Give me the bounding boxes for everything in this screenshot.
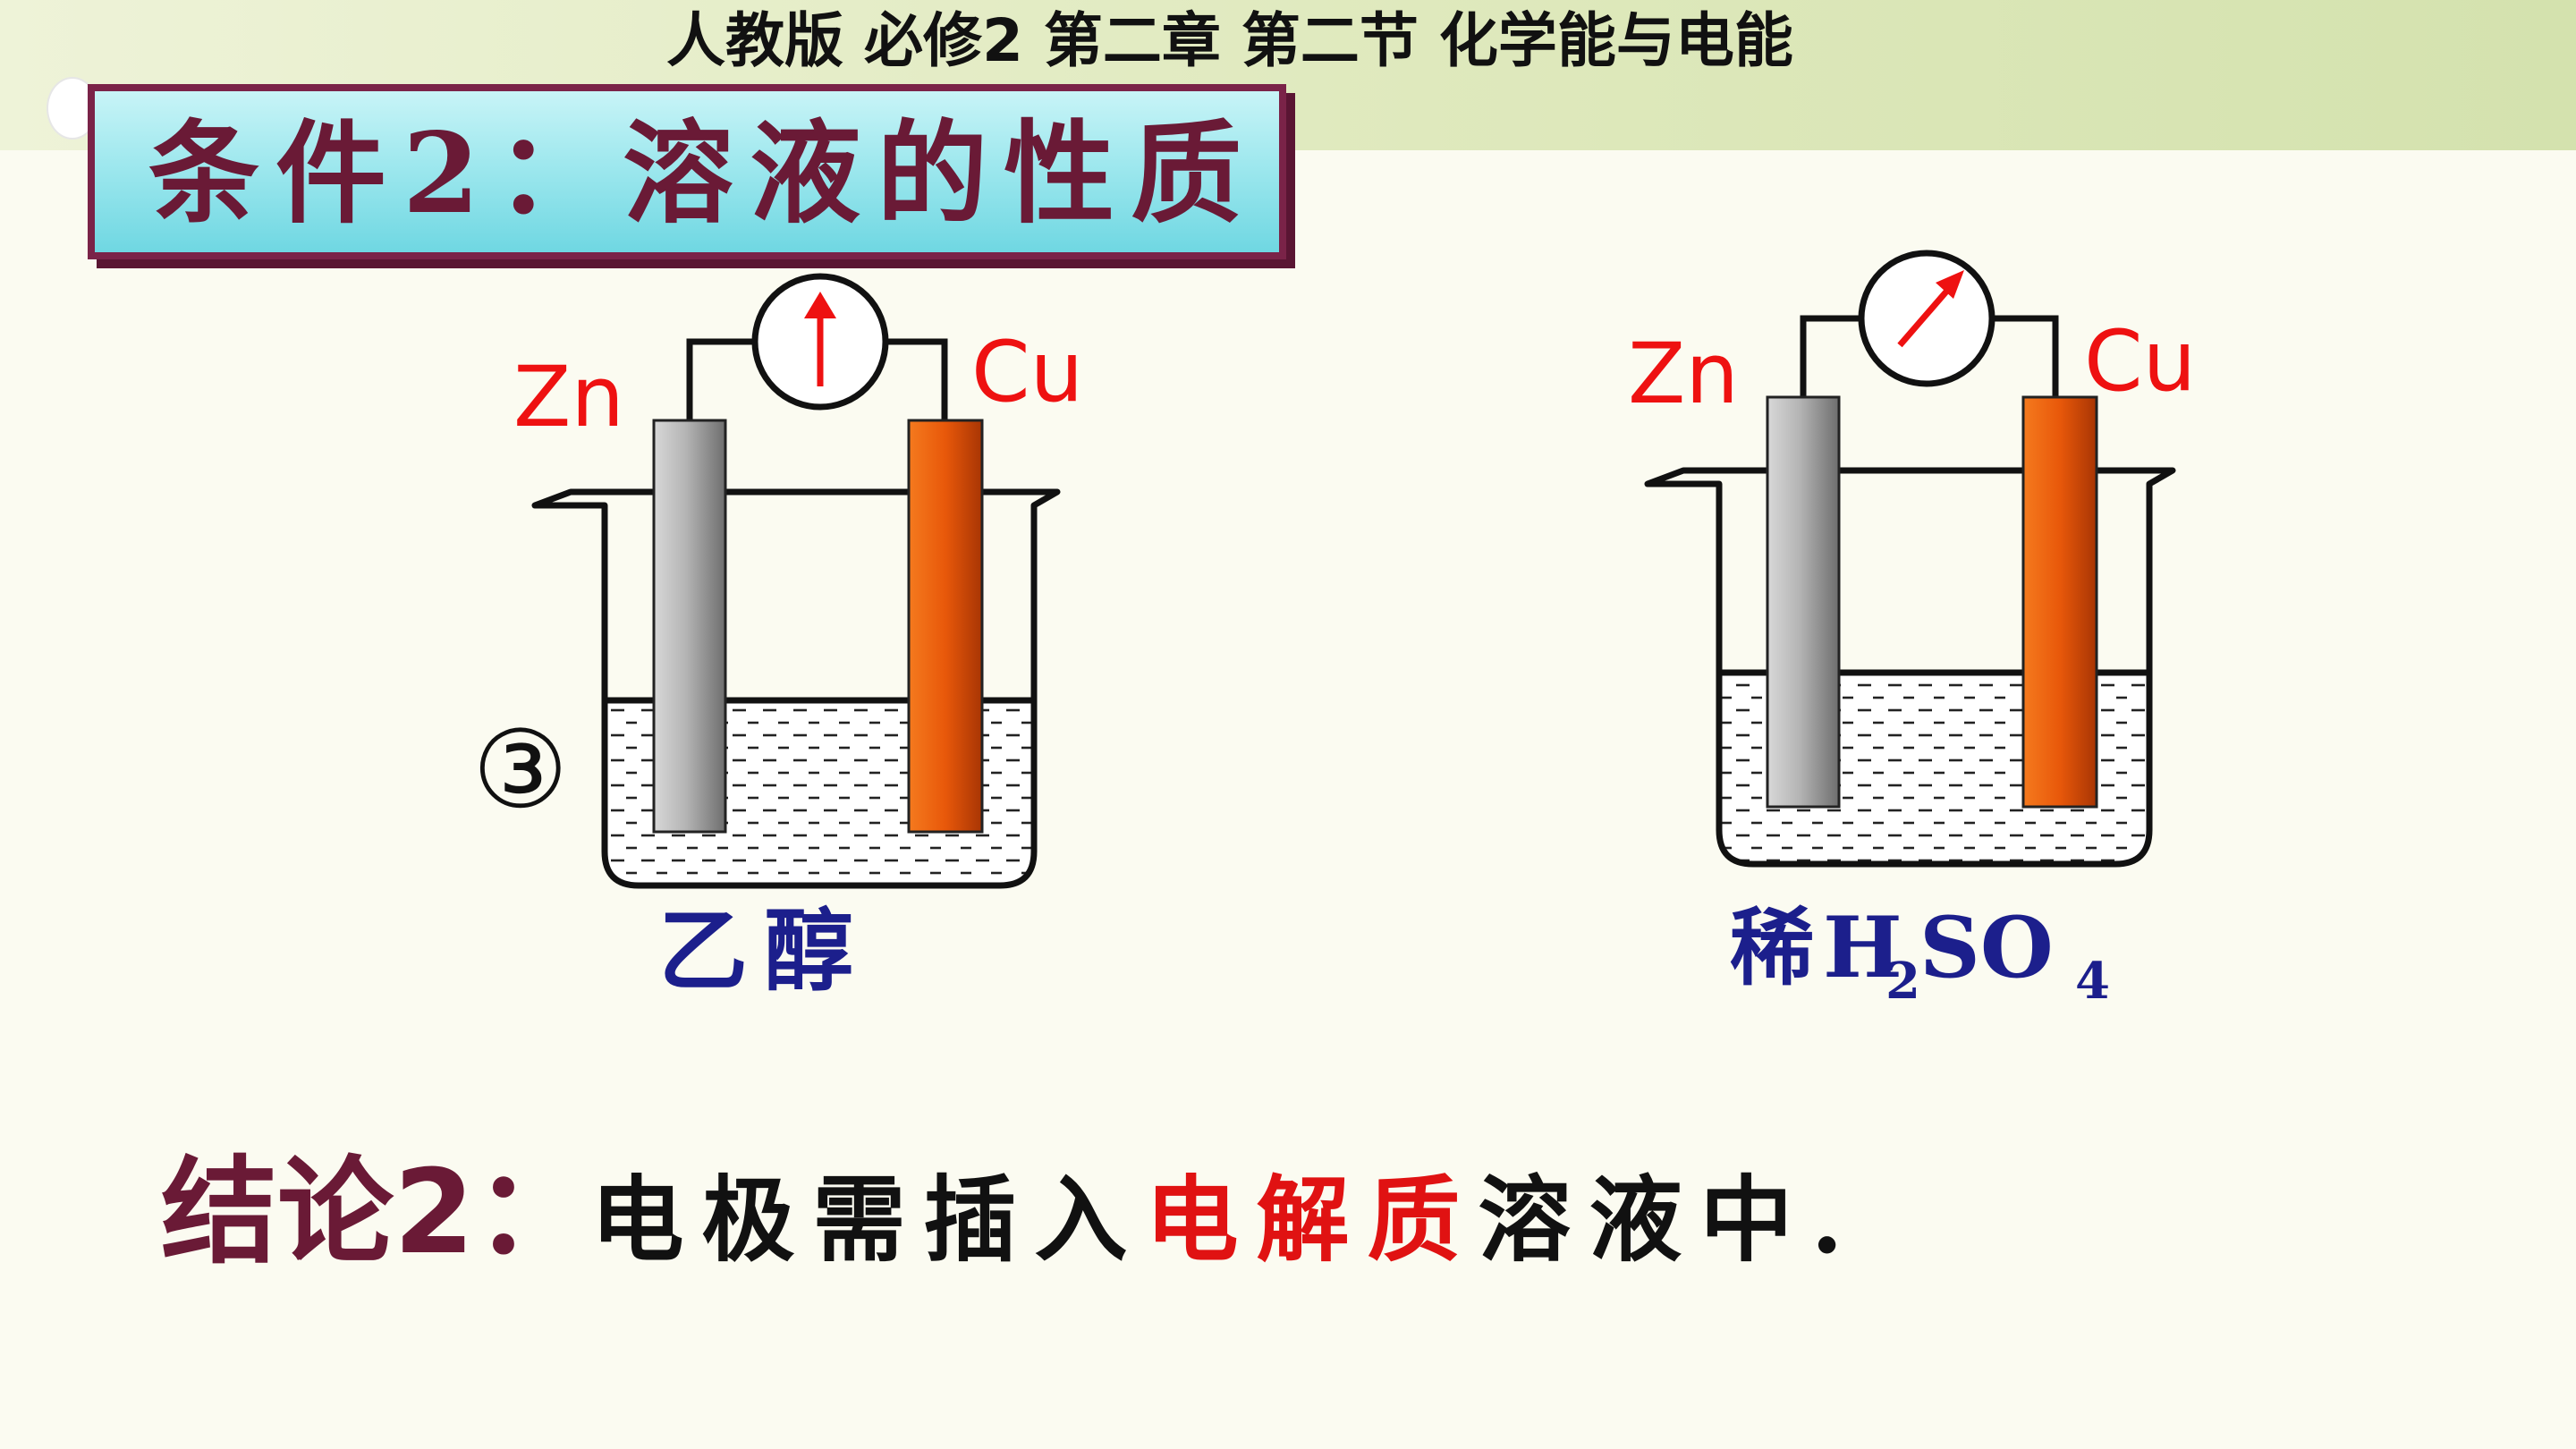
left-cell: Zn Cu ③ 乙醇	[472, 273, 1083, 1004]
left-cu-label: Cu	[971, 324, 1083, 421]
formula-subscript-4: 4	[2075, 952, 2110, 1011]
left-solution-label: 乙醇	[658, 898, 869, 1004]
right-solution-label: 稀 H 2 SO 4	[1730, 899, 2110, 1011]
slide-title: 条件2：溶液的性质	[148, 109, 1258, 239]
right-wire-cu	[1991, 315, 2059, 397]
right-zn-label: Zn	[1628, 326, 1739, 423]
conclusion-text-after: 溶液中.	[1478, 1165, 1861, 1275]
left-copper-electrode	[907, 419, 984, 834]
left-needle-arrow	[804, 292, 836, 386]
left-zn-label: Zn	[513, 349, 624, 446]
title-banner: 条件2：溶液的性质	[88, 84, 1286, 259]
formula-subscript-2: 2	[1885, 952, 1920, 1011]
cell-number-marker: ③	[472, 708, 569, 833]
lesson-header: 人教版 必修2 第二章 第二节 化学能与电能	[666, 6, 1793, 75]
right-cell: Zn Cu 稀 H 2 SO 4	[1628, 250, 2196, 1011]
right-cu-label: Cu	[2084, 313, 2196, 411]
conclusion-highlight: 电解质	[1145, 1165, 1479, 1275]
right-wire-zn	[1800, 315, 1862, 397]
conclusion-label: 结论2：	[161, 1144, 591, 1280]
left-wire-cu	[886, 338, 948, 420]
left-wire-zn	[686, 338, 755, 420]
formula-so: SO	[1919, 899, 2054, 997]
formula-h: H	[1823, 899, 1902, 997]
left-beaker	[531, 488, 1061, 889]
left-zinc-electrode	[652, 419, 727, 834]
conclusion-line: 结论2：电极需插入电解质溶液中.	[161, 1136, 2487, 1288]
right-needle-arrow	[1897, 270, 1964, 348]
right-beaker	[1644, 467, 2176, 868]
right-solution-prefix: 稀	[1730, 899, 1814, 997]
right-zinc-electrode	[1766, 395, 1841, 809]
right-copper-electrode	[2021, 395, 2098, 809]
conclusion-text-before: 电极需插入	[590, 1165, 1146, 1275]
